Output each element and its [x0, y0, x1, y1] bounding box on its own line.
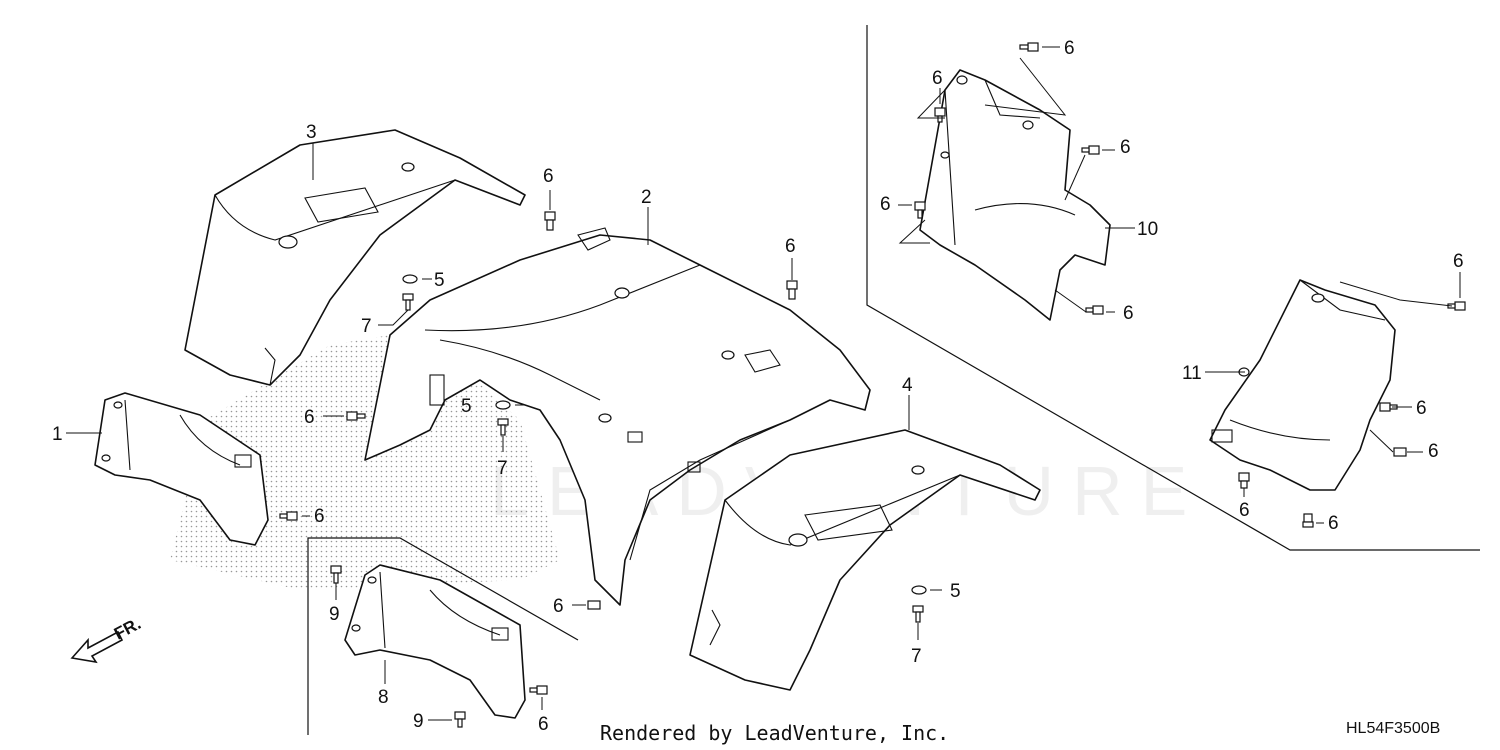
screw-icon	[912, 605, 924, 623]
callout-6: 6	[553, 596, 564, 617]
part-10-bracket-panel	[919, 69, 1111, 321]
part-11-lower-panel	[1209, 279, 1396, 491]
screw-icon	[497, 418, 509, 436]
callout-9: 9	[413, 711, 424, 732]
callout-6: 6	[538, 714, 549, 735]
callout-6: 6	[1328, 513, 1339, 534]
callout-9: 9	[329, 604, 340, 625]
bolt-icon	[544, 211, 556, 231]
washer-icon	[402, 274, 418, 284]
callout-7: 7	[361, 316, 372, 337]
callout-6: 6	[1428, 441, 1439, 462]
callout-6: 6	[1120, 137, 1131, 158]
bolt-icon	[587, 600, 601, 610]
leader-lines	[66, 46, 1461, 721]
bolt-icon	[1238, 472, 1250, 489]
bolt-icon	[1302, 513, 1314, 528]
screw-icon	[454, 711, 466, 728]
callout-5: 5	[434, 270, 445, 291]
callout-6: 6	[1064, 38, 1075, 59]
washer-icon	[911, 585, 927, 595]
bolt-icon	[1393, 447, 1407, 457]
bolt-icon	[1085, 305, 1104, 315]
callout-10: 10	[1137, 219, 1158, 240]
callout-6: 6	[1123, 303, 1134, 324]
callout-8: 8	[378, 687, 389, 708]
callout-5: 5	[950, 581, 961, 602]
callout-3: 3	[306, 122, 317, 143]
part-1-left-inner-panel	[94, 392, 269, 546]
drawing-code: HL54F3500B	[1346, 720, 1440, 737]
callout-7: 7	[497, 458, 508, 479]
bolt-fasteners	[279, 42, 1466, 695]
inset-frame-right	[866, 25, 1480, 551]
callout-6: 6	[932, 68, 943, 89]
callout-6: 6	[880, 194, 891, 215]
callout-2: 2	[641, 187, 652, 208]
front-direction-arrow: FR.	[70, 614, 144, 664]
callout-6: 6	[314, 506, 325, 527]
callout-1: 1	[52, 424, 63, 445]
bolt-icon	[914, 201, 926, 219]
inset-frame-bottom	[307, 537, 579, 735]
callout-6: 6	[1416, 398, 1427, 419]
callout-4: 4	[902, 375, 913, 396]
callout-7: 7	[911, 646, 922, 667]
callout-6: 6	[1239, 500, 1250, 521]
washer-icon	[495, 400, 511, 410]
callout-11: 11	[1182, 363, 1202, 384]
bolt-icon	[1081, 145, 1100, 155]
bolt-icon	[786, 280, 798, 300]
screw-icon	[402, 293, 414, 311]
bolt-icon	[934, 107, 946, 123]
callout-6: 6	[543, 166, 554, 187]
callout-5: 5	[461, 396, 472, 417]
part-8-inset-inner-panel	[344, 564, 526, 719]
callout-6: 6	[785, 236, 796, 257]
callout-6: 6	[1453, 251, 1464, 272]
washers-screws	[330, 274, 927, 728]
callout-6: 6	[304, 407, 315, 428]
bolt-icon	[1019, 42, 1039, 52]
bolt-icon	[346, 411, 366, 421]
part-2-rear-fender	[364, 227, 871, 606]
callouts: 3 2 4 1 8 10 11 5 5 5 7 7 7 9 9 6 6 6 6 …	[52, 38, 1464, 735]
arrow-left-icon	[70, 630, 124, 664]
part-4-right-fender	[689, 429, 1041, 691]
part-3-left-fender	[184, 129, 526, 386]
bolt-icon	[279, 511, 298, 521]
bolt-icon	[529, 685, 548, 695]
rendered-by-text: Rendered by LeadVenture, Inc.	[600, 721, 949, 745]
